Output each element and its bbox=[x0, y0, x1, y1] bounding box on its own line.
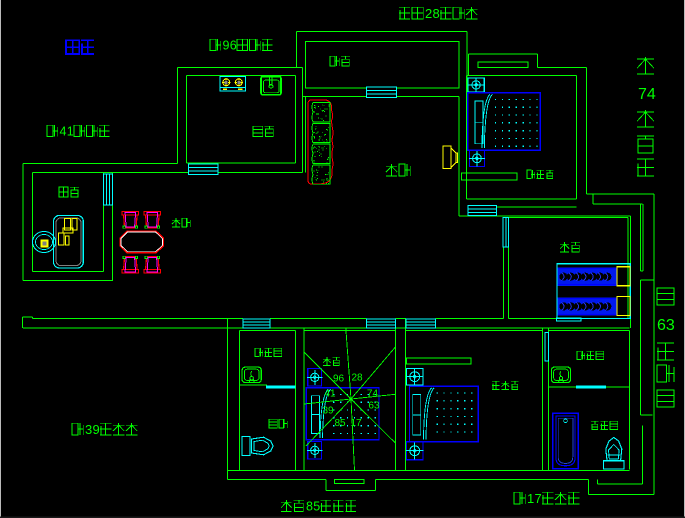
svg-text:74: 74 bbox=[367, 389, 379, 400]
svg-text:1: 1 bbox=[67, 125, 74, 139]
svg-text:9: 9 bbox=[223, 39, 230, 53]
svg-text:17: 17 bbox=[351, 418, 363, 429]
svg-text:74: 74 bbox=[638, 86, 656, 103]
svg-text:63: 63 bbox=[657, 317, 675, 334]
svg-text:96: 96 bbox=[333, 374, 345, 385]
svg-text:3: 3 bbox=[85, 422, 92, 437]
svg-text:28: 28 bbox=[352, 373, 364, 384]
svg-text:2: 2 bbox=[425, 6, 432, 21]
svg-text:6: 6 bbox=[230, 39, 237, 53]
svg-text:9: 9 bbox=[93, 422, 100, 437]
svg-text:85: 85 bbox=[335, 418, 347, 429]
svg-text:41: 41 bbox=[325, 389, 337, 400]
svg-text:1: 1 bbox=[527, 491, 534, 506]
svg-text:8: 8 bbox=[306, 500, 313, 514]
svg-text:39: 39 bbox=[323, 406, 335, 417]
svg-text:63: 63 bbox=[368, 401, 380, 412]
svg-text:5: 5 bbox=[313, 500, 320, 514]
svg-text:4: 4 bbox=[60, 125, 67, 139]
svg-text:8: 8 bbox=[433, 6, 440, 21]
svg-text:7: 7 bbox=[535, 491, 542, 506]
